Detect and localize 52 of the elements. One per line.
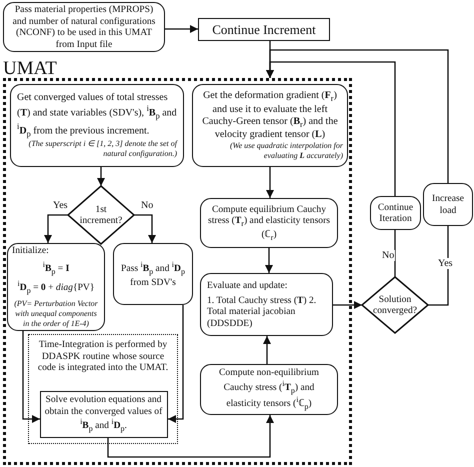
process-box (200, 273, 333, 336)
process-box (200, 198, 338, 248)
arrow (265, 248, 273, 273)
node-text: Increase load (431, 193, 465, 216)
arrow (333, 301, 362, 309)
process-box (3, 2, 165, 52)
node-text: Continue Iteration (376, 202, 414, 224)
group-region (28, 334, 178, 444)
arrow (266, 49, 449, 183)
node-text: 1st increment? (78, 204, 124, 226)
node-text: Solve evolution equations and obtain the converged values of $^{i}$B$_{p}$ and $^{i}$D$_{p}$. (44, 394, 162, 434)
arrow (263, 336, 271, 364)
node-text: Continue Increment (212, 22, 316, 38)
note-text: (We use quadratic interpolation for evaluating L accurately) (228, 141, 343, 162)
decision-diamond (68, 186, 134, 244)
arrow (97, 167, 105, 186)
arrow (44, 214, 68, 243)
arrow (22, 331, 40, 423)
process-box (200, 364, 338, 415)
section-heading: UMAT (3, 59, 57, 78)
arrow (107, 415, 274, 458)
node-text: $^{i}$B$_{p}$ = I (42, 260, 70, 276)
process-box (7, 243, 105, 331)
process-box (113, 243, 193, 305)
node-text: Solution converged? (372, 294, 418, 316)
arrow (168, 305, 184, 423)
edge-label: Yes (52, 200, 69, 211)
process-box (198, 18, 330, 41)
edge-label: Yes (437, 258, 454, 269)
arrow (165, 25, 198, 33)
node-text: $^{i}$D$_{p}$ = 0 + diag{PV} (18, 279, 94, 296)
edge-label: No (381, 250, 396, 261)
note-text: (The superscript i ∈ [1, 2, 3] denote the set of natural configuration.) (28, 138, 177, 159)
process-box (10, 84, 184, 167)
arrow (134, 214, 156, 243)
node-text: Compute non-equilibrium Cauchy stress ($^{i}$T$_{p}$) and elasticity tensors ($^{i}$ℂ$_{p}$) (218, 367, 320, 412)
decision-diamond (362, 277, 428, 333)
node-text: Pass material properties (MPROPS) and number of natural configurations (NCONF) to be used in this UMAT from Input file (12, 4, 156, 50)
node-text: Time-Integration is performed by DDASPK routine whose source code is integrated into the UMAT. (36, 339, 170, 374)
edge-label: No (140, 200, 154, 211)
node-text: Get the deformation gradient (F$_{r}$) and use it to evaluate the left Cauchy-Green tensor (B$_{r}$) and the velocity gradient tensor (L) (201, 90, 339, 142)
node-text: Get converged values of total stresses (T) and state variables (SDV's), $^{i}$B$_{p}$ and $^{i}$D$_{p}$ from the previous increment. (17, 92, 177, 139)
process-box (423, 183, 473, 226)
arrow (266, 167, 274, 198)
node-text: Pass $^{i}$B$_{p}$ and $^{i}$D$_{p}$ from SDV's (120, 260, 186, 288)
node-text: 1. Total Cauchy stress (T) 2. Total material jacobian (DDSDDE) (207, 294, 318, 329)
node-text: Compute equilibrium Cauchy stress (T$_{r}$) and elasticity tensors (ℂ$_{r}$) (207, 204, 331, 242)
node-text: Initialize: (12, 245, 49, 257)
process-box (370, 196, 421, 230)
note-text: (PV= Perturbation Vector with unequal components in the order of 1E-4) (13, 298, 99, 329)
process-box (192, 84, 348, 167)
node-text: Evaluate and update: (207, 280, 288, 292)
